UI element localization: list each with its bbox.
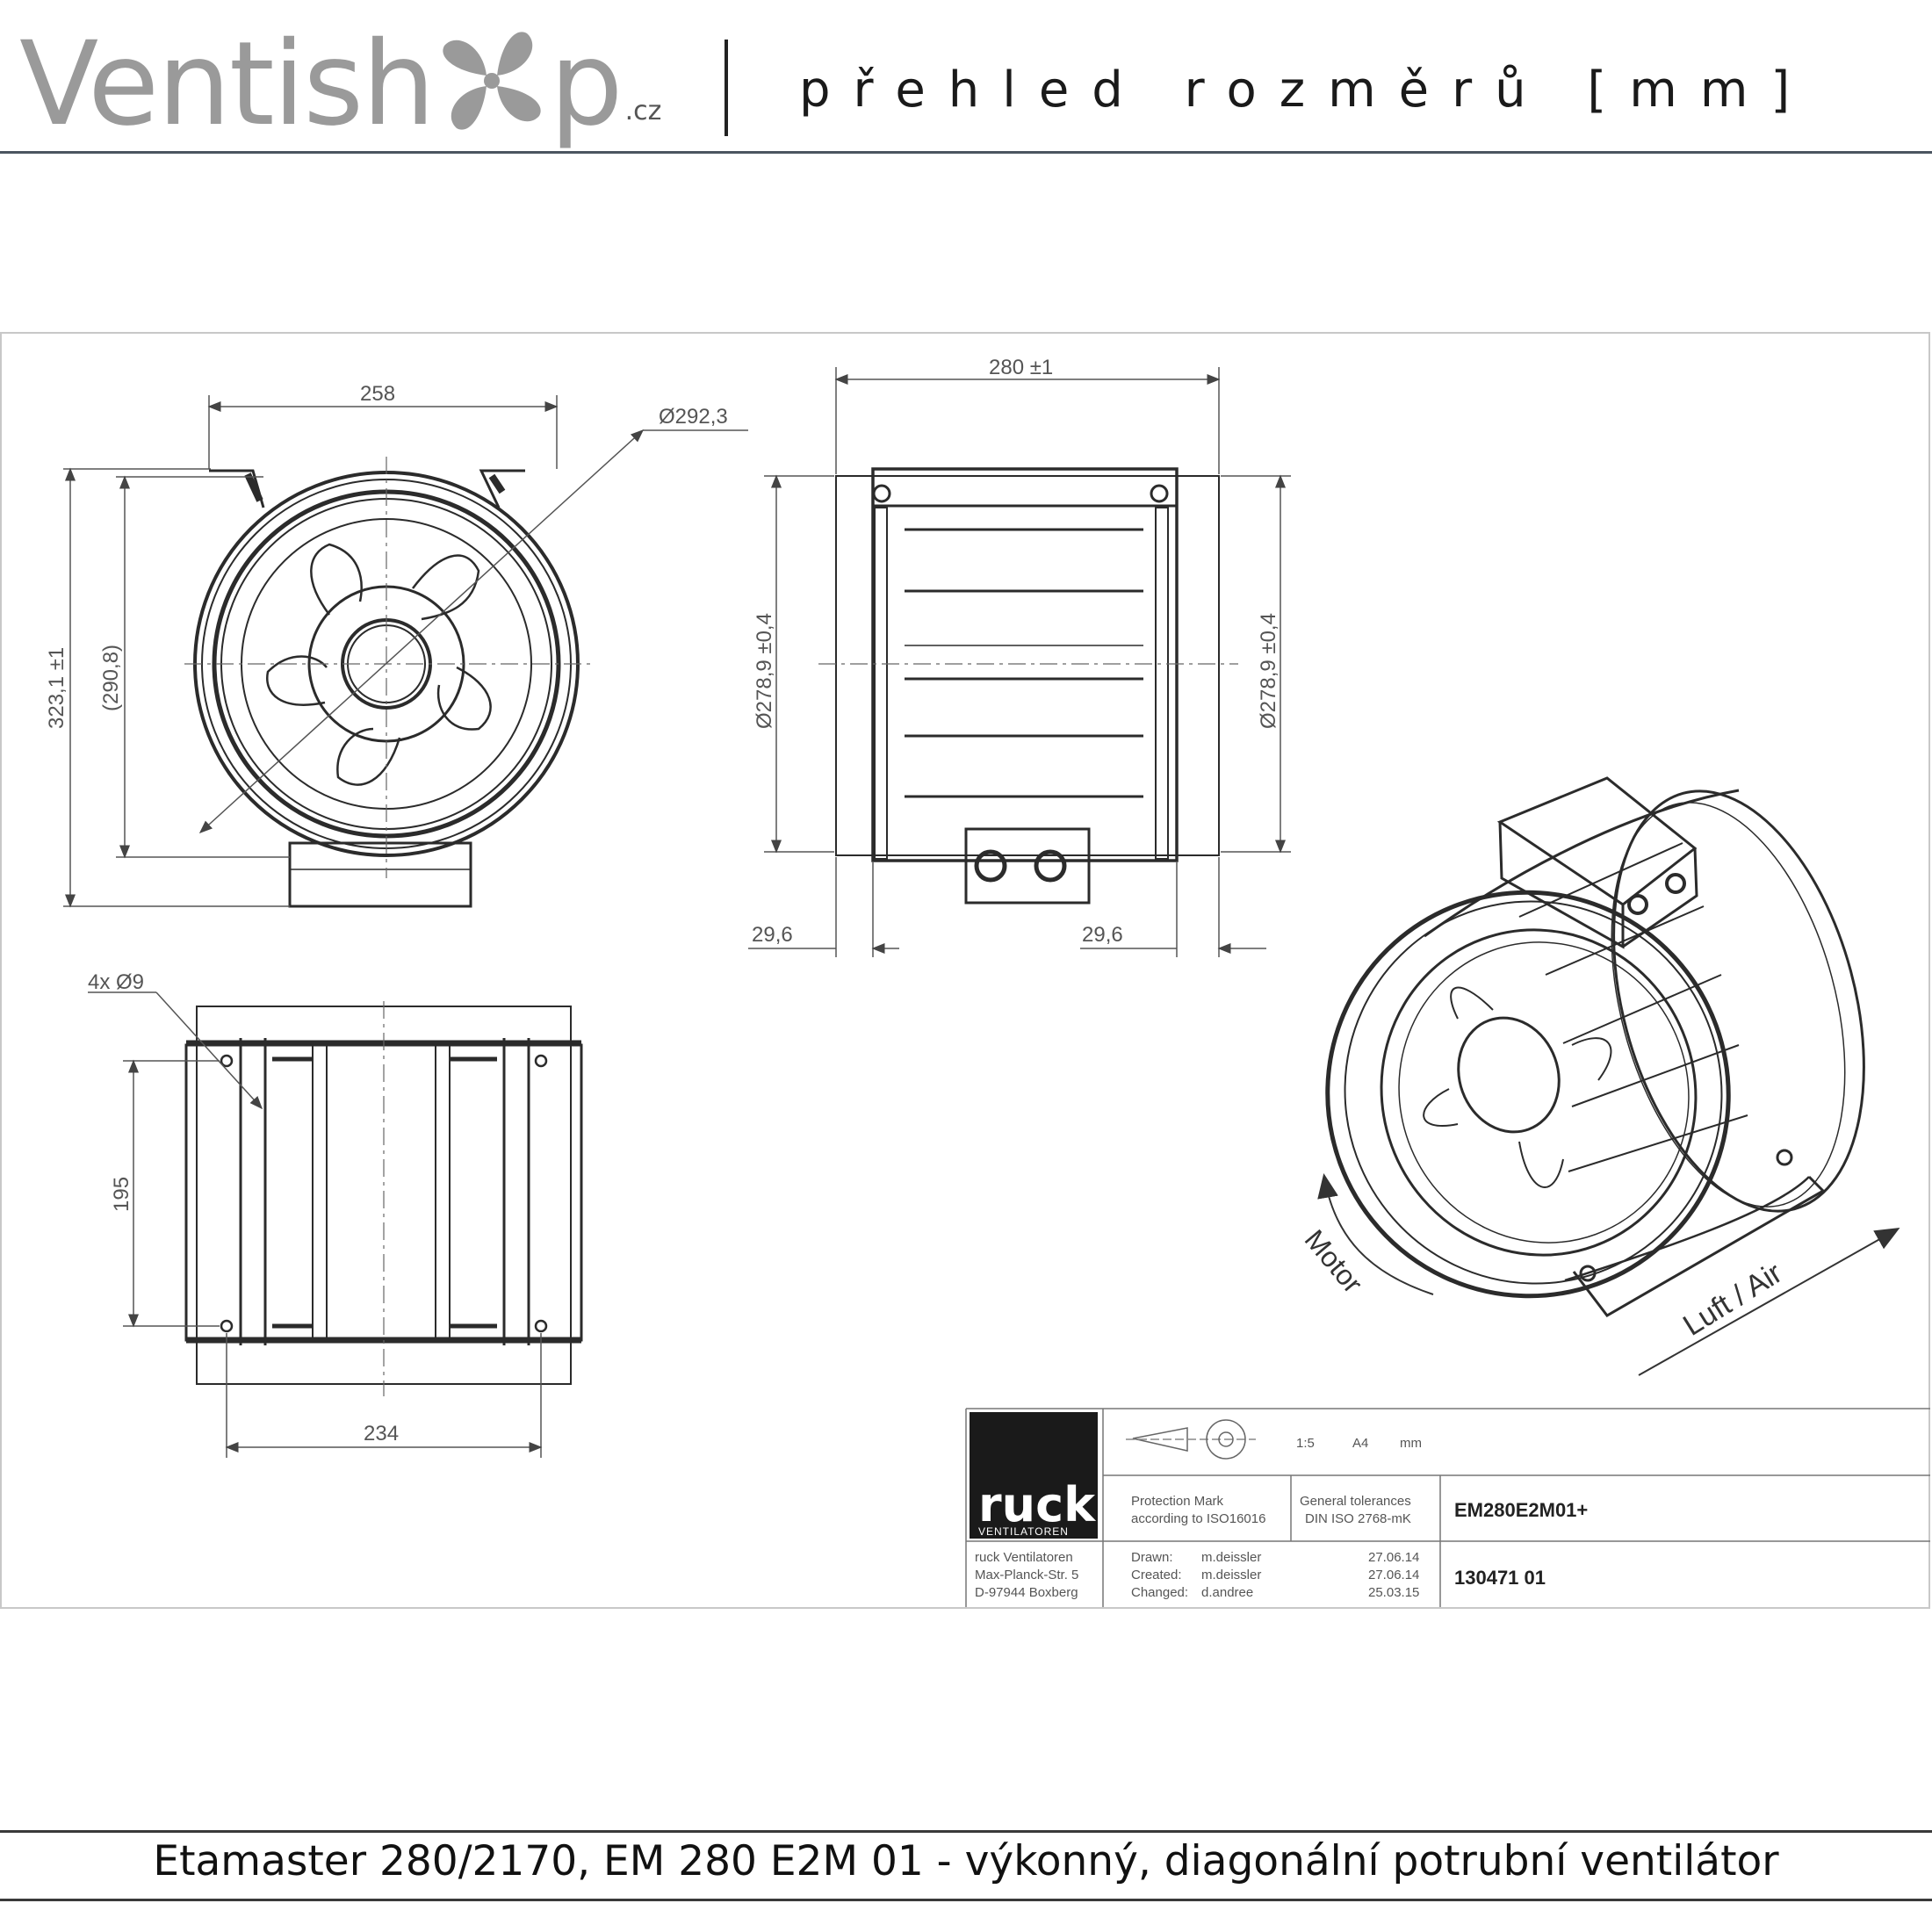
header: Ventish p .cz přehled rozměrů [mm] [0, 0, 1932, 154]
tb-protection-line1: Protection Mark [1131, 1494, 1224, 1509]
tb-changed-by: d.andree [1201, 1585, 1253, 1600]
dim-bottom-spacing: 195 [110, 1177, 133, 1212]
tb-scale: 1:5 [1296, 1436, 1315, 1451]
tb-created-date: 27.06.14 [1368, 1568, 1419, 1582]
footer-rule-bottom [0, 1899, 1932, 1901]
tb-created-by: m.deissler [1201, 1568, 1261, 1582]
dim-side-diameter-left: Ø278,9 ±0,4 [753, 613, 776, 729]
tb-created-label: Created: [1131, 1568, 1182, 1582]
dim-front-width: 258 [360, 382, 395, 406]
tb-changed-label: Changed: [1131, 1585, 1188, 1600]
page-title: přehled rozměrů [mm] [799, 61, 1813, 119]
tb-model: EM280E2M01+ [1454, 1499, 1588, 1521]
title-block [965, 1408, 1930, 1607]
bottom-view-dimensions [88, 991, 543, 1458]
dim-front-inner-height: (290,8) [99, 645, 123, 711]
side-view-dimensions [748, 367, 1291, 957]
tb-address-3: D-97944 Boxberg [975, 1585, 1078, 1600]
side-view [818, 467, 1238, 905]
ruck-logo-text: ruck [978, 1477, 1096, 1532]
dim-front-height: 323,1 ±1 [45, 647, 68, 729]
header-rule [0, 151, 1932, 154]
dim-bottom-width: 234 [364, 1422, 399, 1445]
ventishop-logo[interactable]: Ventish p .cz [19, 11, 661, 142]
front-view-dimensions [63, 395, 559, 908]
dim-bottom-holes: 4x Ø9 [88, 970, 144, 994]
dim-side-length: 280 ±1 [989, 356, 1053, 379]
ruck-logo [970, 1412, 1098, 1539]
dim-side-offset-right: 29,6 [1082, 923, 1123, 947]
technical-drawing: 258 Ø292,3 323,1 ±1 (290,8) [45, 356, 1930, 1607]
dim-front-diameter: Ø292,3 [659, 405, 728, 429]
drawing-frame [0, 332, 1930, 1609]
isometric-view [1317, 776, 1900, 1376]
tb-tolerance-line2: DIN ISO 2768-mK [1305, 1511, 1411, 1526]
tb-drawn-label: Drawn: [1131, 1550, 1173, 1565]
logo-text-main: Ventish [19, 17, 436, 152]
label-motor: Motor [1299, 1223, 1369, 1299]
tb-drawing-number: 130471 01 [1454, 1567, 1546, 1589]
tb-changed-date: 25.03.15 [1368, 1585, 1419, 1600]
dim-side-diameter-right: Ø278,9 ±0,4 [1257, 613, 1280, 729]
tb-drawn-by: m.deissler [1201, 1550, 1261, 1565]
tb-protection-line2: according to ISO16016 [1131, 1511, 1265, 1526]
product-caption: Etamaster 280/2170, EM 280 E2M 01 - výko… [153, 1837, 1779, 1885]
tb-tolerance-line1: General tolerances [1300, 1494, 1411, 1509]
tb-unit: mm [1400, 1436, 1422, 1451]
logo-text-tail: p [549, 17, 624, 152]
front-view [184, 429, 748, 908]
tb-drawn-date: 27.06.14 [1368, 1550, 1419, 1565]
tb-paper: A4 [1352, 1436, 1368, 1451]
fan-logo-icon [443, 32, 541, 130]
logo-separator [724, 40, 728, 136]
tb-address-2: Max-Planck-Str. 5 [975, 1568, 1078, 1582]
logo-tld: .cz [624, 96, 662, 126]
ruck-logo-subtext: VENTILATOREN [978, 1525, 1069, 1538]
tb-address-1: ruck Ventilatoren [975, 1550, 1073, 1565]
dim-side-offset-left: 29,6 [752, 923, 793, 947]
footer-rule-top [0, 1830, 1932, 1833]
bottom-view [184, 1001, 583, 1396]
